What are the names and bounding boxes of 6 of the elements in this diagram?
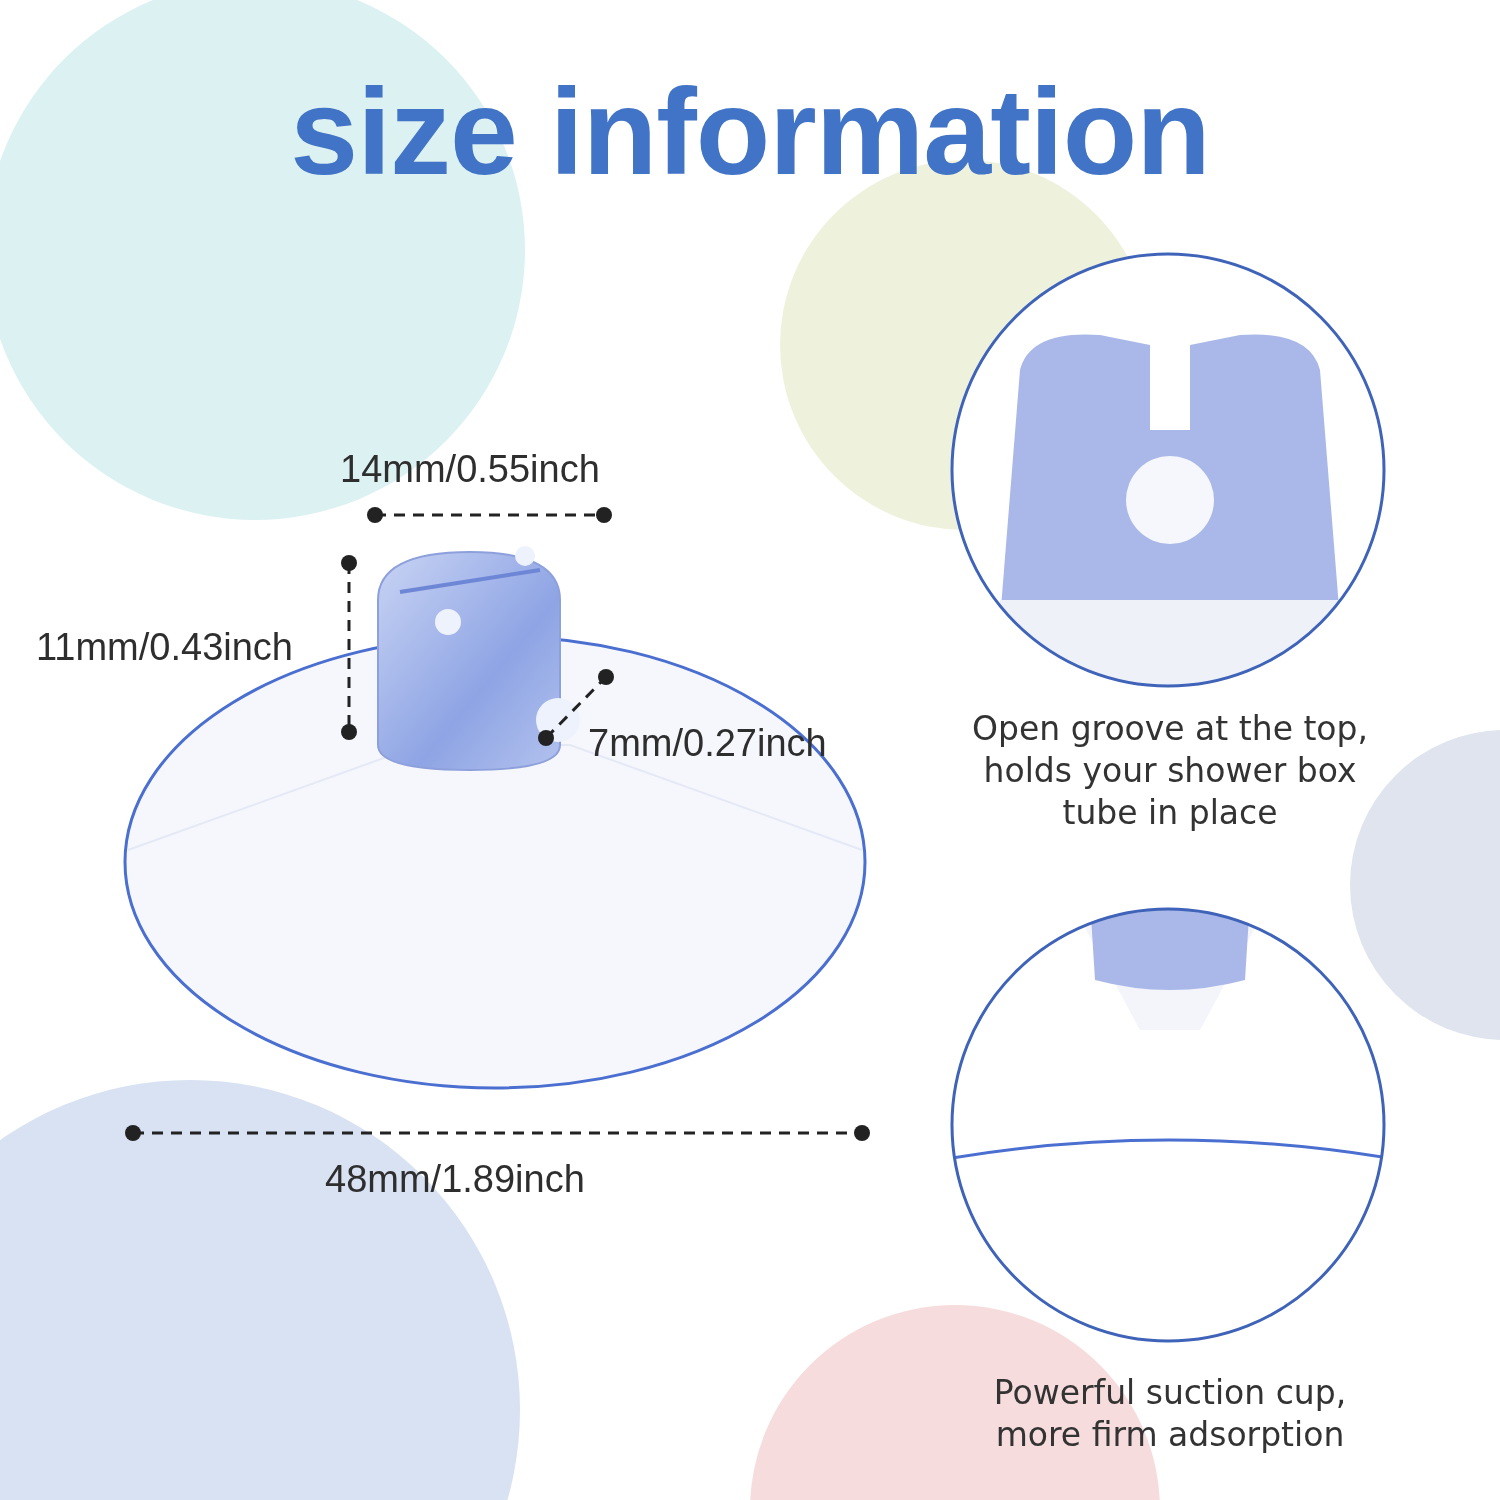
dimension-label: 48mm/1.89inch xyxy=(325,1158,585,1201)
caption: Open groove at the top, holds your shower box tube in place xyxy=(971,708,1369,834)
caption: Powerful suction cup, more firm adsorption xyxy=(992,1372,1348,1456)
title: size information xyxy=(289,63,1211,202)
dimension-label: 11mm/0.43inch xyxy=(36,626,293,669)
dimension-label: 14mm/0.55inch xyxy=(340,448,600,491)
